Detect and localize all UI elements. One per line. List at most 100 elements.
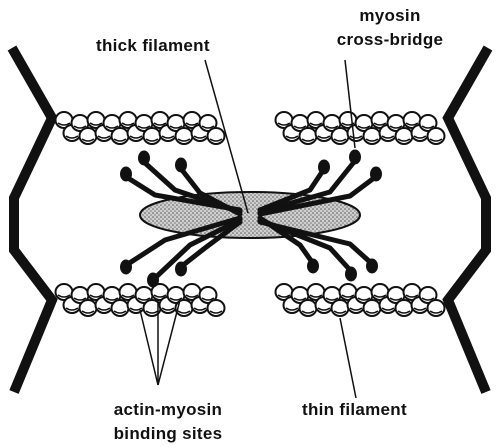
myosin-head	[318, 159, 330, 175]
actin-bead-shade	[357, 125, 371, 129]
actin-bead-shade	[161, 135, 175, 139]
actin-bead-shade	[429, 138, 443, 142]
actin-bead-shade	[145, 310, 159, 314]
actin-bead-shade	[129, 307, 143, 311]
binding-sites-label-line2: binding sites	[113, 424, 223, 443]
leader-thin-filament	[339, 317, 357, 399]
actin-bead-shade	[209, 138, 223, 142]
actin-bead-shade	[413, 307, 427, 311]
myosin-head	[345, 266, 357, 282]
actin-bead-shade	[381, 135, 395, 139]
binding-sites-label-line1: actin-myosin	[113, 400, 223, 419]
actin-bead-shade	[317, 135, 331, 139]
myosin-head	[120, 166, 132, 182]
actin-bead-shade	[309, 122, 323, 126]
actin-bead-shade	[57, 122, 71, 126]
actin-bead-shade	[341, 122, 355, 126]
actin-bead-shade	[277, 122, 291, 126]
actin-bead-shade	[357, 297, 371, 301]
actin-bead-shade	[129, 135, 143, 139]
myosin-stalk	[125, 215, 243, 267]
actin-bead-shade	[81, 310, 95, 314]
actin-bead-shade	[73, 297, 87, 301]
actin-bead-shade	[301, 310, 315, 314]
myosin-cross-bridges	[120, 149, 382, 288]
myosin-head	[138, 150, 150, 166]
actin-bead-shade	[389, 297, 403, 301]
myosin-stalk	[257, 169, 325, 213]
actin-bead-shade	[137, 297, 151, 301]
actin-bead-shade	[105, 297, 119, 301]
myosin-head	[366, 258, 378, 274]
leader-cross-bridge	[344, 59, 356, 149]
actin-bead-shade	[285, 135, 299, 139]
actin-bead-shade	[421, 125, 435, 129]
myosin-head	[370, 166, 382, 182]
leader-thick-filament	[204, 59, 249, 214]
thin-filament-bottom-right	[274, 283, 446, 317]
actin-bead-shade	[169, 125, 183, 129]
myosin-stalk	[179, 219, 243, 269]
actin-bead-shade	[405, 294, 419, 298]
actin-bead-shade	[57, 294, 71, 298]
actin-bead-shade	[349, 135, 363, 139]
actin-bead-shade	[65, 135, 79, 139]
cross-bridge-label-line2: cross-bridge	[336, 30, 444, 49]
actin-bead-shade	[365, 310, 379, 314]
actin-bead-shade	[209, 310, 223, 314]
actin-bead-shade	[97, 307, 111, 311]
thin-filament-label: thin filament	[302, 400, 407, 419]
actin-bead-shade	[73, 125, 87, 129]
actin-bead-shade	[285, 307, 299, 311]
actin-bead-shade	[405, 122, 419, 126]
actin-bead-shade	[349, 307, 363, 311]
actin-bead-shade	[137, 125, 151, 129]
actin-bead-shade	[277, 294, 291, 298]
thin-filament-top-right	[274, 111, 446, 145]
myosin-stalk	[257, 219, 373, 265]
actin-bead-shade	[421, 297, 435, 301]
thin-filament-top-left	[54, 111, 226, 145]
actin-bead-shade	[177, 310, 191, 314]
actin-bead-shade	[105, 125, 119, 129]
myosin-stalk	[257, 159, 357, 215]
actin-bead-shade	[201, 297, 215, 301]
actin-bead-shade	[169, 297, 183, 301]
actin-bead-shade	[113, 310, 127, 314]
actin-bead-shade	[145, 138, 159, 142]
actin-bead-shade	[389, 125, 403, 129]
actin-bead-shade	[429, 310, 443, 314]
actin-bead-shade	[153, 294, 167, 298]
myosin-stalk	[152, 217, 243, 281]
actin-bead-shade	[381, 307, 395, 311]
actin-bead-shade	[153, 122, 167, 126]
actin-bead-shade	[97, 135, 111, 139]
leader-binding-3	[157, 299, 181, 386]
thin-filament-bottom-left	[54, 283, 226, 317]
z-line-right	[442, 45, 493, 394]
actin-bead-shade	[89, 122, 103, 126]
actin-bead-shade	[121, 122, 135, 126]
actin-bead-shade	[121, 294, 135, 298]
actin-bead-shade	[317, 307, 331, 311]
actin-bead-shade	[373, 294, 387, 298]
actin-bead-shade	[397, 310, 411, 314]
actin-bead-shade	[81, 138, 95, 142]
actin-bead-shade	[201, 125, 215, 129]
actin-bead-shade	[413, 135, 427, 139]
thick-filament-label: thick filament	[96, 36, 210, 55]
actin-bead-shade	[365, 138, 379, 142]
myosin-head	[120, 259, 132, 275]
actin-bead-shade	[309, 294, 323, 298]
actin-bead-shade	[65, 307, 79, 311]
actin-bead-shade	[301, 138, 315, 142]
actin-bead-shade	[333, 310, 347, 314]
z-line-left	[7, 45, 58, 394]
leader-lines	[139, 59, 357, 399]
actin-bead-shade	[333, 138, 347, 142]
actin-bead-shade	[325, 297, 339, 301]
myosin-head	[147, 272, 159, 288]
actin-bead-shade	[177, 138, 191, 142]
myosin-stalk	[257, 175, 377, 217]
